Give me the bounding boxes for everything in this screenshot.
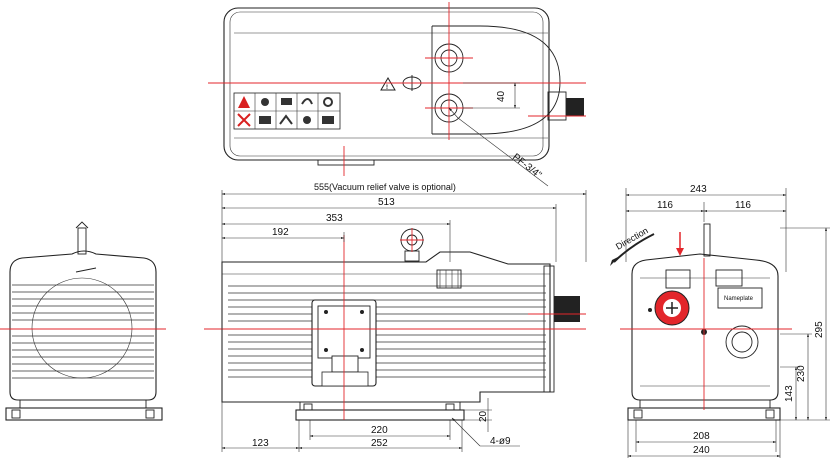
exhaust-filter [725, 325, 759, 359]
dim-220-label: 220 [371, 425, 388, 436]
dim-240-label: 240 [693, 445, 710, 456]
dim-116-right-label: 116 [735, 200, 751, 211]
dim-243-label: 243 [690, 184, 707, 195]
dim-143-label: 143 [784, 385, 795, 402]
warning-triangle-icon [380, 77, 396, 91]
end-fins [12, 284, 154, 379]
direction-arrow-icon [610, 232, 684, 266]
nameplate-label: Nameplate [724, 296, 754, 302]
cable-gland-top [566, 98, 584, 116]
front-view: 555(Vacuum relief valve is optional) 513… [204, 182, 587, 452]
cable-gland [554, 296, 580, 322]
right-end-view: Nameplate Direction [610, 184, 830, 458]
dim-208-label: 208 [693, 431, 710, 442]
dim-513-label: 513 [378, 197, 395, 208]
cooling-fins [228, 285, 546, 378]
dim-123-label: 123 [252, 438, 269, 449]
safety-label-panel [233, 92, 341, 130]
dim-116-left-label: 116 [657, 200, 673, 211]
dim-555-label: 555(Vacuum relief valve is optional) [314, 182, 456, 192]
dim-40-label: 40 [496, 90, 507, 102]
inlet-fitting [654, 269, 691, 326]
dim-230-label: 230 [796, 365, 807, 382]
left-end-view [0, 221, 166, 421]
top-view: ! [208, 2, 586, 187]
dim-353-label: 353 [326, 213, 343, 224]
nameplate: Nameplate [717, 287, 763, 309]
dim-20-label: 20 [478, 410, 489, 422]
dim-252-label: 252 [371, 438, 388, 449]
dim-192-label: 192 [272, 227, 289, 238]
holes-label: 4-ø9 [490, 436, 511, 447]
dim-295-label: 295 [814, 321, 825, 338]
svg-text:!: ! [386, 85, 388, 91]
